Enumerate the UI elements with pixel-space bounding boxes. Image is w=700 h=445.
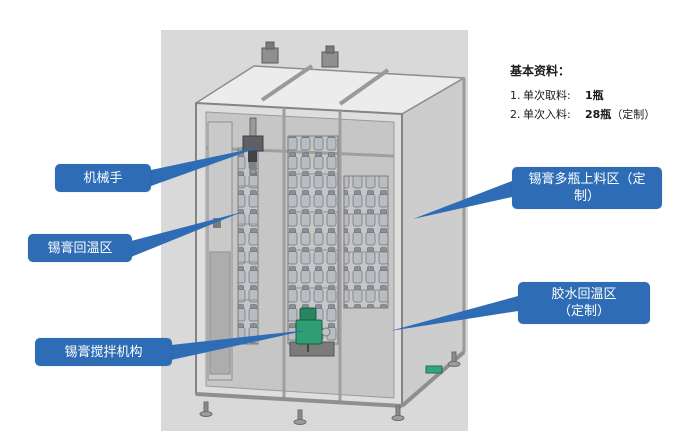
info-item-number: 1. — [510, 89, 521, 102]
leveling-feet — [199, 351, 461, 425]
callout-solder-paste-rewarm-area: 锡膏回温区 — [28, 234, 132, 262]
hoist-brackets — [261, 41, 339, 68]
callout-label: 锡膏多瓶上料区（定 制） — [528, 172, 646, 204]
callout-glue-rewarm-area: 胶水回温区 （定制） — [518, 282, 650, 324]
info-item-label: 单次取料: — [523, 89, 571, 102]
info-item-suffix: （定制） — [611, 108, 656, 121]
callout-leader — [413, 181, 512, 219]
callout-label: 锡膏搅拌机构 — [64, 344, 143, 360]
callout-label: 胶水回温区 （定制） — [551, 287, 617, 319]
callout-leader — [171, 330, 308, 360]
callout-leader — [390, 296, 518, 331]
callout-multi-bottle-loading-area: 锡膏多瓶上料区（定 制） — [512, 167, 662, 209]
callout-label: 锡膏回温区 — [47, 240, 113, 256]
solder-mixer — [289, 307, 335, 357]
callout-label: 机械手 — [83, 170, 123, 186]
info-item: 2. 单次入料: 28瓶 （定制） — [510, 105, 695, 124]
robot-arm — [242, 117, 264, 175]
callout-leader — [131, 212, 242, 257]
info-title: 基本资料： — [510, 64, 571, 78]
callout-robot-arm: 机械手 — [55, 164, 151, 192]
callout-solder-paste-mixer: 锡膏搅拌机构 — [35, 338, 172, 366]
teal-accent — [425, 365, 443, 374]
info-item: 1. 单次取料: 1瓶 — [510, 86, 695, 105]
info-panel: 基本资料： 1. 单次取料: 1瓶 2. 单次入料: 28瓶 （定制） — [510, 62, 695, 124]
callout-leaders — [131, 147, 518, 360]
callout-leader — [151, 147, 260, 186]
info-item-value: 28瓶 — [585, 108, 612, 121]
info-item-value: 1瓶 — [585, 89, 604, 102]
info-item-number: 2. — [510, 108, 521, 121]
info-item-label: 单次入料: — [523, 108, 571, 121]
